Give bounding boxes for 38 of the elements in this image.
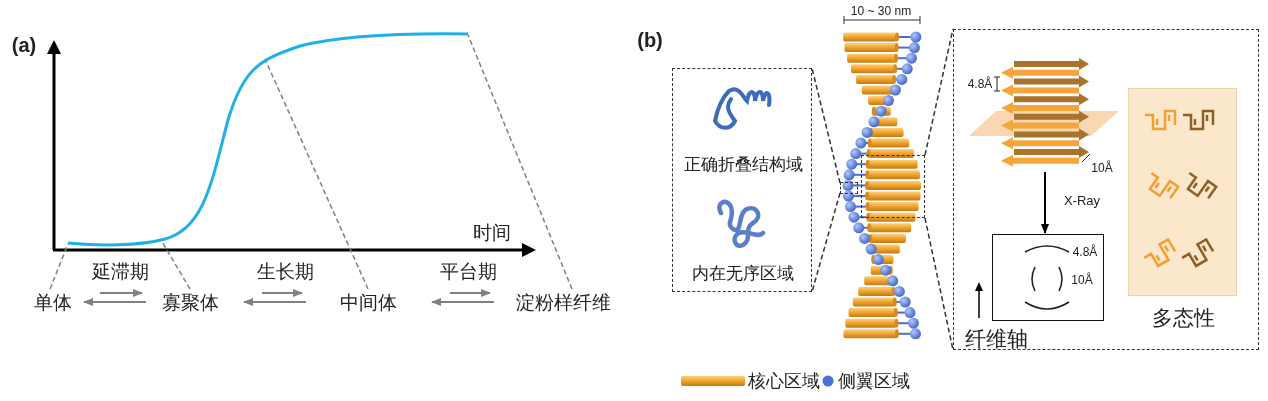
inset-box xyxy=(672,68,812,292)
zoom-box xyxy=(840,182,858,194)
arrow xyxy=(261,289,303,297)
polymorphism-panel xyxy=(1128,88,1237,296)
phase-label: 生长期 xyxy=(256,261,314,281)
leader-line xyxy=(264,58,369,290)
leader-line xyxy=(49,243,69,290)
spacing-label: 4.8Å xyxy=(1072,246,1098,258)
leader-line xyxy=(160,239,191,290)
arrow xyxy=(83,298,147,306)
legend-label: 侧翼区域 xyxy=(838,372,910,390)
species-label: 淀粉样纤维 xyxy=(510,289,616,315)
axis-label: 纤维轴 xyxy=(964,327,1028,349)
arrow xyxy=(1041,171,1049,234)
panel-label: (b) xyxy=(637,30,663,50)
dimension-label: 10 ~ 30 nm xyxy=(850,5,912,17)
zoom-box xyxy=(861,155,925,218)
species-label: 中间体 xyxy=(333,289,403,315)
phase-label: 延滞期 xyxy=(91,261,149,281)
domain-label: 正确折叠结构域 xyxy=(683,155,803,173)
arrow xyxy=(431,298,495,306)
arrow xyxy=(99,289,143,297)
arrow xyxy=(243,298,307,306)
species-label: 寡聚体 xyxy=(155,289,225,315)
spacing-label: 4.8Å xyxy=(967,78,993,90)
legend-label: 核心区域 xyxy=(748,372,820,390)
zoom-inset-box xyxy=(953,29,1259,350)
axis-label: 时间 xyxy=(473,222,511,242)
spacing-label: 10Å xyxy=(1091,162,1113,174)
panel-label: (a) xyxy=(11,35,37,55)
leader-line xyxy=(467,34,573,290)
panel-caption: 多态性 xyxy=(1151,306,1215,328)
species-label: 单体 xyxy=(28,289,78,315)
phase-label: 平台期 xyxy=(439,261,497,281)
spacing-label: 10Å xyxy=(1071,274,1093,286)
arrow xyxy=(449,289,491,297)
domain-label: 内在无序区域 xyxy=(692,264,794,282)
diffraction-box xyxy=(992,234,1104,321)
